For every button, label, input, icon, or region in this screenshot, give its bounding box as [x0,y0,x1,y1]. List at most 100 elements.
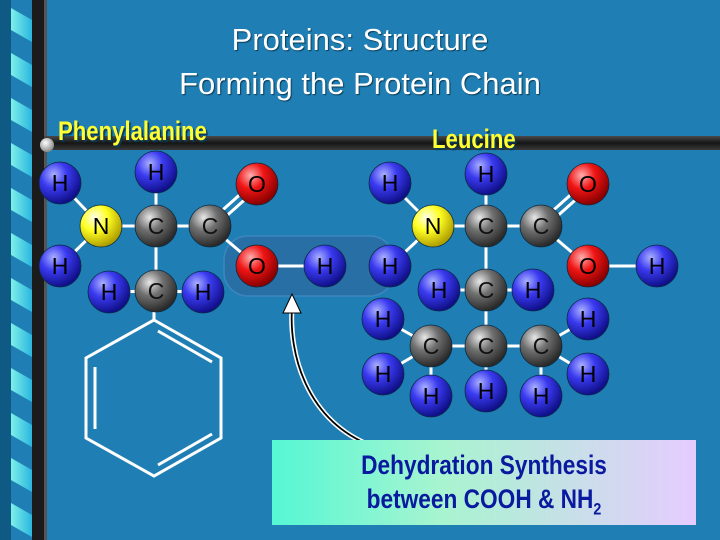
atom-sphere [464,152,508,196]
atom-sphere [464,268,508,312]
atom-sphere [566,162,610,206]
atom-sphere [235,162,279,206]
atom-symbol: H [580,306,597,332]
benzene-ring [84,293,223,478]
atom-symbol: H [478,161,495,187]
atom-symbol: H [423,383,440,409]
phenylalanine-oxygen-o-hydroxyl: O [235,244,279,288]
atom-symbol: H [382,253,399,279]
atom-sphere [79,204,123,248]
divider-bar [40,136,720,152]
atom-symbol: H [148,159,165,185]
atom-symbol: H [317,253,334,279]
atom-sphere [566,244,610,288]
atom-sphere [368,161,412,205]
atom-symbol: N [93,213,110,239]
phenylalanine-hydrogen-h-side-right: H [181,270,225,314]
binder-tab [11,503,32,537]
leucine-carbon-c-4: C [464,324,508,368]
atom-symbol: C [533,333,550,359]
atom-sphere [188,204,232,248]
atom-symbol: H [533,383,550,409]
leucine-label: Leucine [432,124,516,154]
atom-sphere [303,244,347,288]
phenylalanine-nitrogen-n: N [79,204,123,248]
leucine-hydrogen-h-c3-left: H [361,352,405,396]
atom-symbol: H [101,279,118,305]
caption-line1: Dehydration Synthesis [361,450,607,480]
phenylalanine-carbon-c-alpha: C [134,204,178,248]
atom-symbol: H [649,253,666,279]
atom-symbol: C [148,278,165,304]
binder-tab [11,323,32,357]
atom-symbol: H [431,277,448,303]
slide-title-line1: Proteins: Structure [231,22,489,57]
atom-sphere [519,374,563,418]
binder-tab [11,233,32,267]
atom-sphere [464,204,508,248]
atom-sphere [181,270,225,314]
caption-line2-text: between COOH & NH [366,484,594,514]
atom-sphere [519,324,563,368]
leucine-carbon-c-alpha: C [464,204,508,248]
atom-sphere [511,268,555,312]
caption-line2: between COOH & NH2 [306,482,662,526]
leucine-hydrogen-h-bottom-1: H [409,374,453,418]
phenylalanine-carbon-c-side: C [134,269,178,313]
atom-symbol: C [478,277,495,303]
binder-tab [11,143,32,177]
atom-sphere [134,204,178,248]
atom-sphere [566,352,610,396]
atom-sphere [635,244,679,288]
binder-tab [11,8,32,42]
binder-tab [11,368,32,402]
caption-subscript: 2 [593,499,602,519]
reaction-arrow [282,292,373,449]
phenylalanine-label: Phenylalanine [58,116,207,146]
phenylalanine-hydrogen-h-left-top: H [38,161,82,205]
leucine-hydrogen-h-ch2-right: H [511,268,555,312]
leucine-oxygen-o-double: O [566,162,610,206]
leucine-hydrogen-h-hydroxyl: H [635,244,679,288]
atom-symbol: H [375,306,392,332]
binder-tab [11,53,32,87]
leucine-hydrogen-h-c3-top: H [361,297,405,341]
atom-sphere [464,369,508,413]
atom-sphere [464,324,508,368]
binder-tab [11,278,32,312]
atom-sphere [134,269,178,313]
atom-sphere [134,150,178,194]
atom-sphere [409,374,453,418]
leucine-carbon-c-5: C [519,324,563,368]
atom-sphere [417,268,461,312]
atom-sphere [409,324,453,368]
atom-symbol: H [375,361,392,387]
leucine-hydrogen-h-top: H [464,152,508,196]
phenylalanine-hydrogen-h-top: H [134,150,178,194]
atom-symbol: C [533,213,550,239]
phenylalanine-hydrogen-h-left-bottom: H [38,244,82,288]
atom-sphere [235,244,279,288]
leucine-hydrogen-h-left-bottom: H [368,244,412,288]
atom-symbol: N [425,213,442,239]
leucine-hydrogen-h-bottom-2: H [464,369,508,413]
atom-sphere [361,297,405,341]
binder-tab [11,188,32,222]
atom-symbol: C [423,333,440,359]
leucine-carbon-c-ch2: C [464,268,508,312]
atom-symbol: H [478,378,495,404]
leucine-oxygen-o-hydroxyl: O [566,244,610,288]
atom-symbol: H [382,170,399,196]
leucine-nitrogen-n: N [411,204,455,248]
atom-symbol: C [478,333,495,359]
caption-box: Dehydration Synthesis between COOH & NH2 [272,440,696,525]
leucine-hydrogen-h-bottom-3: H [519,374,563,418]
atom-symbol: H [52,253,69,279]
slide-title-line2: Forming the Protein Chain [179,66,541,101]
atom-symbol: O [579,171,597,197]
atom-sphere [361,352,405,396]
atom-symbol: C [202,213,219,239]
atom-symbol: O [248,171,266,197]
